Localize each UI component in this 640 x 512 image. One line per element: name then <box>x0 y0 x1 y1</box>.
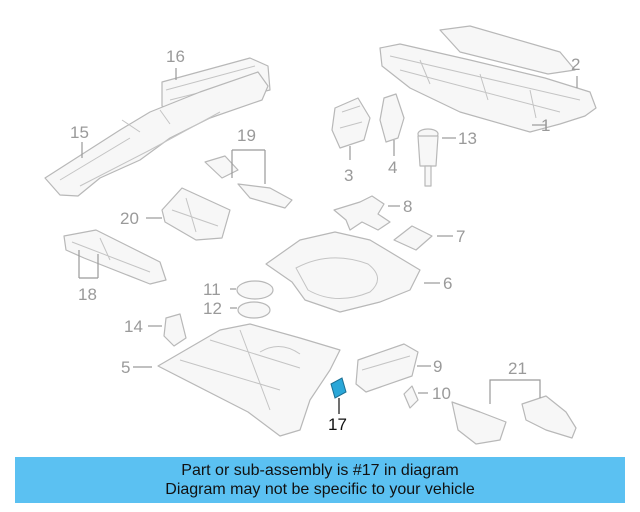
part-3-bracket <box>331 97 371 149</box>
part-2-bracket <box>439 25 576 75</box>
banner-line-1: Part or sub-assembly is #17 in diagram <box>181 462 459 479</box>
part-8-bracket <box>333 195 391 231</box>
part-1-crossmember <box>379 43 597 133</box>
part-21-wheelhouse <box>451 395 577 445</box>
part-12-plug <box>237 301 271 319</box>
callout-17: 17 <box>328 415 347 434</box>
part-11-plug <box>236 280 274 300</box>
part-20-support <box>161 187 231 241</box>
part-18-channel <box>63 229 167 285</box>
callout-16: 16 <box>166 47 185 66</box>
part-13-stud <box>417 128 439 187</box>
parts-diagram: 1 2 3 4 5 6 7 8 9 10 11 12 13 14 15 16 1… <box>44 25 597 445</box>
callout-15: 15 <box>70 123 89 142</box>
part-19-brackets <box>204 155 293 209</box>
callout-21: 21 <box>508 359 527 378</box>
callout-13: 13 <box>458 129 477 148</box>
callout-12: 12 <box>203 299 222 318</box>
callout-11: 11 <box>203 280 221 299</box>
callout-2: 2 <box>571 55 580 74</box>
leader-lines <box>78 68 578 414</box>
callout-4: 4 <box>388 158 397 177</box>
part-4-bracket <box>379 93 405 143</box>
callout-10: 10 <box>432 384 451 403</box>
part-9-rail <box>355 343 419 393</box>
part-15-side-member <box>44 71 269 197</box>
part-14-bracket <box>163 313 187 347</box>
info-banner: Part or sub-assembly is #17 in diagram D… <box>15 457 625 503</box>
callout-3: 3 <box>344 166 353 185</box>
callout-7: 7 <box>456 227 465 246</box>
callout-1: 1 <box>541 116 550 135</box>
banner-line-2: Diagram may not be specific to your vehi… <box>165 481 475 498</box>
callout-8: 8 <box>403 197 412 216</box>
callout-6: 6 <box>443 274 452 293</box>
part-17-highlighted <box>330 377 347 399</box>
part-5-floor-pan <box>157 323 341 437</box>
callout-19: 19 <box>237 126 256 145</box>
callout-labels: 1 2 3 4 5 6 7 8 9 10 11 12 13 14 15 16 1… <box>70 47 580 434</box>
callout-18: 18 <box>78 285 97 304</box>
part-6-wheel-well <box>265 231 421 313</box>
callout-5: 5 <box>121 358 130 377</box>
callout-20: 20 <box>120 209 139 228</box>
part-7-plate <box>393 225 433 251</box>
callout-9: 9 <box>433 357 442 376</box>
part-10-clip <box>403 385 419 409</box>
callout-14: 14 <box>124 317 143 336</box>
